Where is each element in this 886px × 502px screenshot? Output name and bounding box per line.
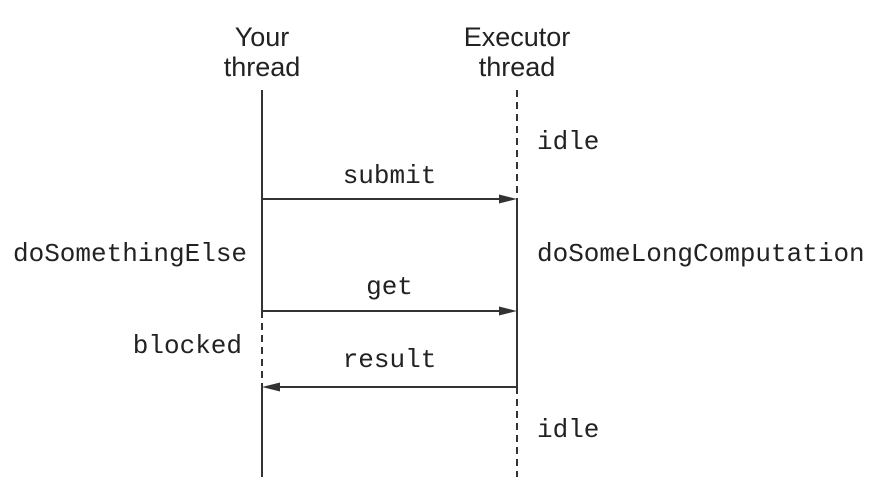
- executor-idle-top-label: idle: [537, 127, 600, 157]
- your-thread-blocked-label: blocked: [132, 331, 242, 361]
- get-arrowhead-icon: [499, 306, 517, 316]
- submit-message-label: submit: [342, 161, 437, 191]
- executor-doSomeLongComputation-label: doSomeLongComputation: [537, 239, 865, 269]
- submit-arrowhead-icon: [499, 194, 517, 204]
- executor-thread-header: Executor thread: [463, 22, 571, 82]
- result-message-label: result: [342, 345, 437, 375]
- executor-idle-bottom-label: idle: [537, 415, 600, 445]
- get-message-label: get: [366, 272, 413, 302]
- result-arrowhead-icon: [262, 382, 280, 392]
- your-thread-doSomethingElse-label: doSomethingElse: [13, 239, 248, 269]
- your-thread-header: Your thread: [223, 22, 301, 82]
